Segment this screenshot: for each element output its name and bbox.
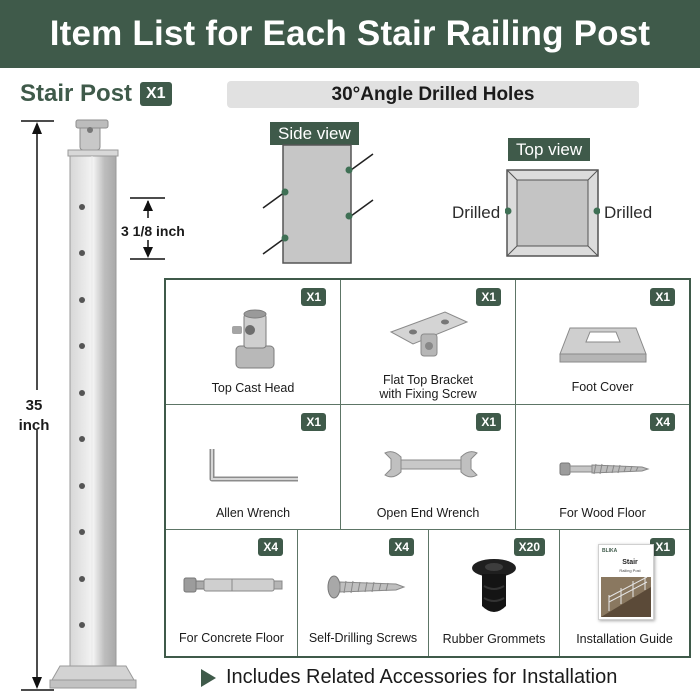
item-wood-floor-screw: X4 For Wood Floor <box>516 405 689 530</box>
top-view-diagram <box>505 169 600 257</box>
item-top-cast-head: X1 Top Cast Head <box>166 280 341 405</box>
accessories-grid: X1 Top Cast Head X1 Flat Top Bracket wit… <box>164 278 691 658</box>
qty-badge: X1 <box>301 288 326 306</box>
open-end-wrench-icon <box>384 451 478 478</box>
post-height-value: 35 <box>25 397 43 414</box>
header-banner: Item List for Each Stair Railing Post <box>0 0 700 68</box>
footer-text: Includes Related Accessories for Install… <box>226 666 618 688</box>
page-title: Item List for Each Stair Railing Post <box>49 14 651 53</box>
drilled-holes-banner: 30°Angle Drilled Holes <box>227 81 639 108</box>
drilled-right-label: Drilled <box>604 203 653 222</box>
drilled-left-label: Drilled <box>452 203 501 222</box>
footer-note: Includes Related Accessories for Install… <box>201 666 617 689</box>
qty-badge: X1 <box>650 288 675 306</box>
top-view-label: Top view <box>508 138 591 161</box>
item-label: Open End Wrench <box>376 506 480 520</box>
stair-post-illustration <box>21 119 165 691</box>
qty-badge: X1 <box>476 413 501 431</box>
allen-wrench-icon <box>209 449 298 482</box>
item-label: Rubber Grommets <box>442 632 546 646</box>
self-drilling-screw-icon <box>327 575 406 599</box>
guide-booklet: BLIKA Stair Railing Post <box>598 544 654 620</box>
item-label: For Wood Floor <box>559 506 646 520</box>
item-label: Allen Wrench <box>215 506 291 520</box>
item-label-line1: Flat Top Bracket <box>382 373 474 387</box>
guide-cover-image <box>601 577 651 617</box>
hole-spacing-label: 3 1/8 inch <box>121 223 185 239</box>
foot-cover-icon <box>559 327 647 363</box>
top-cast-head-icon <box>232 309 275 369</box>
item-foot-cover: X1 Foot Cover <box>516 280 689 405</box>
item-label: For Concrete Floor <box>179 631 284 645</box>
qty-badge: X4 <box>650 413 675 431</box>
item-installation-guide: X1 BLIKA Stair Railing Post Installation… <box>560 530 689 656</box>
side-view-diagram <box>262 144 374 264</box>
post-height-unit: inch <box>18 417 50 434</box>
qty-badge: X20 <box>513 538 545 556</box>
concrete-anchor-icon <box>183 577 283 593</box>
item-rubber-grommets: X20 Rubber Grommets <box>429 530 560 656</box>
item-allen-wrench: X1 Allen Wrench <box>166 405 341 530</box>
wood-screw-icon <box>559 462 650 476</box>
item-concrete-floor-anchor: X4 For Concrete Floor <box>166 530 298 656</box>
item-label: Top Cast Head <box>211 381 295 395</box>
guide-brand: BLIKA <box>602 548 618 554</box>
stair-post-qty-badge: X1 <box>140 82 172 106</box>
stair-post-label: Stair Post <box>20 80 133 107</box>
item-label: Installation Guide <box>576 632 673 646</box>
qty-badge: X4 <box>258 538 283 556</box>
guide-title: Stair <box>622 559 638 566</box>
qty-badge: X1 <box>301 413 326 431</box>
item-label: Flat Top Bracket with Fixing Screw <box>341 373 515 401</box>
item-label: Foot Cover <box>571 380 634 394</box>
guide-subtitle: Railing Post <box>619 568 641 573</box>
play-arrow-icon <box>201 668 216 687</box>
qty-badge: X1 <box>650 538 675 556</box>
item-label-line2: with Fixing Screw <box>379 387 477 401</box>
item-flat-top-bracket: X1 Flat Top Bracket with Fixing Screw <box>341 280 516 405</box>
qty-badge: X4 <box>389 538 414 556</box>
flat-top-bracket-icon <box>389 311 469 357</box>
qty-badge: X1 <box>476 288 501 306</box>
rubber-grommet-icon <box>472 559 516 612</box>
item-label: Self-Drilling Screws <box>308 631 418 645</box>
side-view-label: Side view <box>270 122 359 145</box>
item-self-drilling-screws: X4 Self-Drilling Screws <box>298 530 429 656</box>
post-height-label: 35 inch <box>14 396 54 436</box>
item-open-end-wrench: X1 Open End Wrench <box>341 405 516 530</box>
